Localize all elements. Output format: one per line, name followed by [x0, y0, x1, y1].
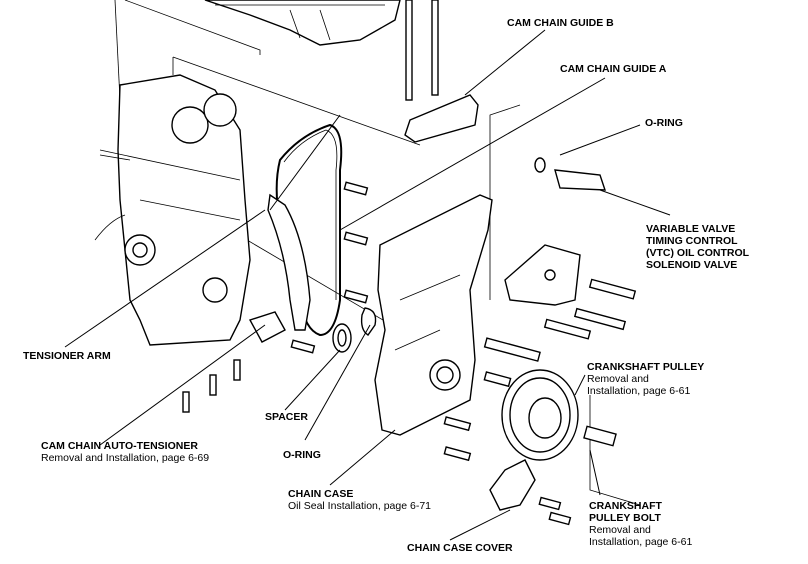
label-title: CRANKSHAFT PULLEY: [587, 361, 705, 373]
label-sub: Removal and Installation, page 6-69: [41, 452, 210, 464]
label-o-ring-top: O-RING: [645, 117, 683, 129]
label-sub: Removal and: [587, 373, 649, 385]
bolts-right: [443, 278, 637, 526]
label-title: O-RING: [645, 117, 683, 129]
label-title: CHAIN CASE COVER: [407, 542, 513, 554]
leader-lines: [64, 29, 671, 541]
label-cam-chain-guide-b: CAM CHAIN GUIDE B: [507, 17, 614, 29]
label-chain-case: CHAIN CASE Oil Seal Installation, page 6…: [288, 488, 431, 512]
chain-case-cover-drawing: [489, 459, 536, 511]
label-line: CRANKSHAFT: [589, 500, 662, 512]
label-line: PULLEY BOLT: [589, 512, 661, 524]
label-title: CAM CHAIN GUIDE B: [507, 17, 614, 29]
label-line: SOLENOID VALVE: [646, 259, 738, 271]
o-ring-lower-drawing: [360, 307, 377, 336]
label-title: SPACER: [265, 411, 308, 423]
label-o-ring-bottom: O-RING: [283, 449, 321, 461]
label-sub: Installation, page 6-61: [589, 536, 693, 548]
label-cam-chain-auto-tensioner: CAM CHAIN AUTO-TENSIONER Removal and Ins…: [41, 440, 209, 464]
label-line: TIMING CONTROL: [646, 235, 738, 247]
label-title: TENSIONER ARM: [23, 350, 111, 362]
label-crankshaft-pulley: CRANKSHAFT PULLEY Removal and Installati…: [587, 361, 704, 397]
label-line: (VTC) OIL CONTROL: [646, 247, 750, 259]
spacer-drawing: [332, 323, 352, 353]
head-cover-drawing: [204, 0, 401, 46]
label-cam-chain-guide-a: CAM CHAIN GUIDE A: [560, 63, 666, 75]
engine-block-drawing: [94, 74, 251, 346]
label-line: VARIABLE VALVE: [646, 223, 736, 235]
label-vtc-valve: VARIABLE VALVE TIMING CONTROL (VTC) OIL …: [646, 223, 749, 271]
crankshaft-pulley-bolt-drawing: [583, 425, 617, 447]
label-spacer: SPACER: [265, 411, 308, 423]
bolts-left: [182, 181, 369, 413]
crankshaft-pulley-drawing: [501, 369, 579, 461]
label-sub: Installation, page 6-61: [587, 385, 691, 397]
label-title: CAM CHAIN AUTO-TENSIONER: [41, 440, 198, 452]
label-sub: Oil Seal Installation, page 6-71: [288, 500, 432, 512]
auto-tensioner-drawing: [248, 311, 286, 343]
cam-chain-guide-b-drawing: [404, 0, 479, 143]
label-title: CHAIN CASE: [288, 488, 354, 500]
label-chain-case-cover: CHAIN CASE COVER: [407, 542, 513, 554]
label-title: O-RING: [283, 449, 321, 461]
label-tensioner-arm: TENSIONER ARM: [23, 350, 111, 362]
label-crankshaft-pulley-bolt: CRANKSHAFT PULLEY BOLT Removal and Insta…: [589, 500, 692, 548]
vtc-bracket-drawing: [504, 244, 581, 306]
chain-case-drawing: [374, 194, 493, 436]
label-title: CAM CHAIN GUIDE A: [560, 63, 667, 75]
vtc-valve-drawing: [534, 157, 606, 191]
tensioner-arm-drawing: [267, 193, 311, 331]
label-sub: Removal and: [589, 524, 651, 536]
